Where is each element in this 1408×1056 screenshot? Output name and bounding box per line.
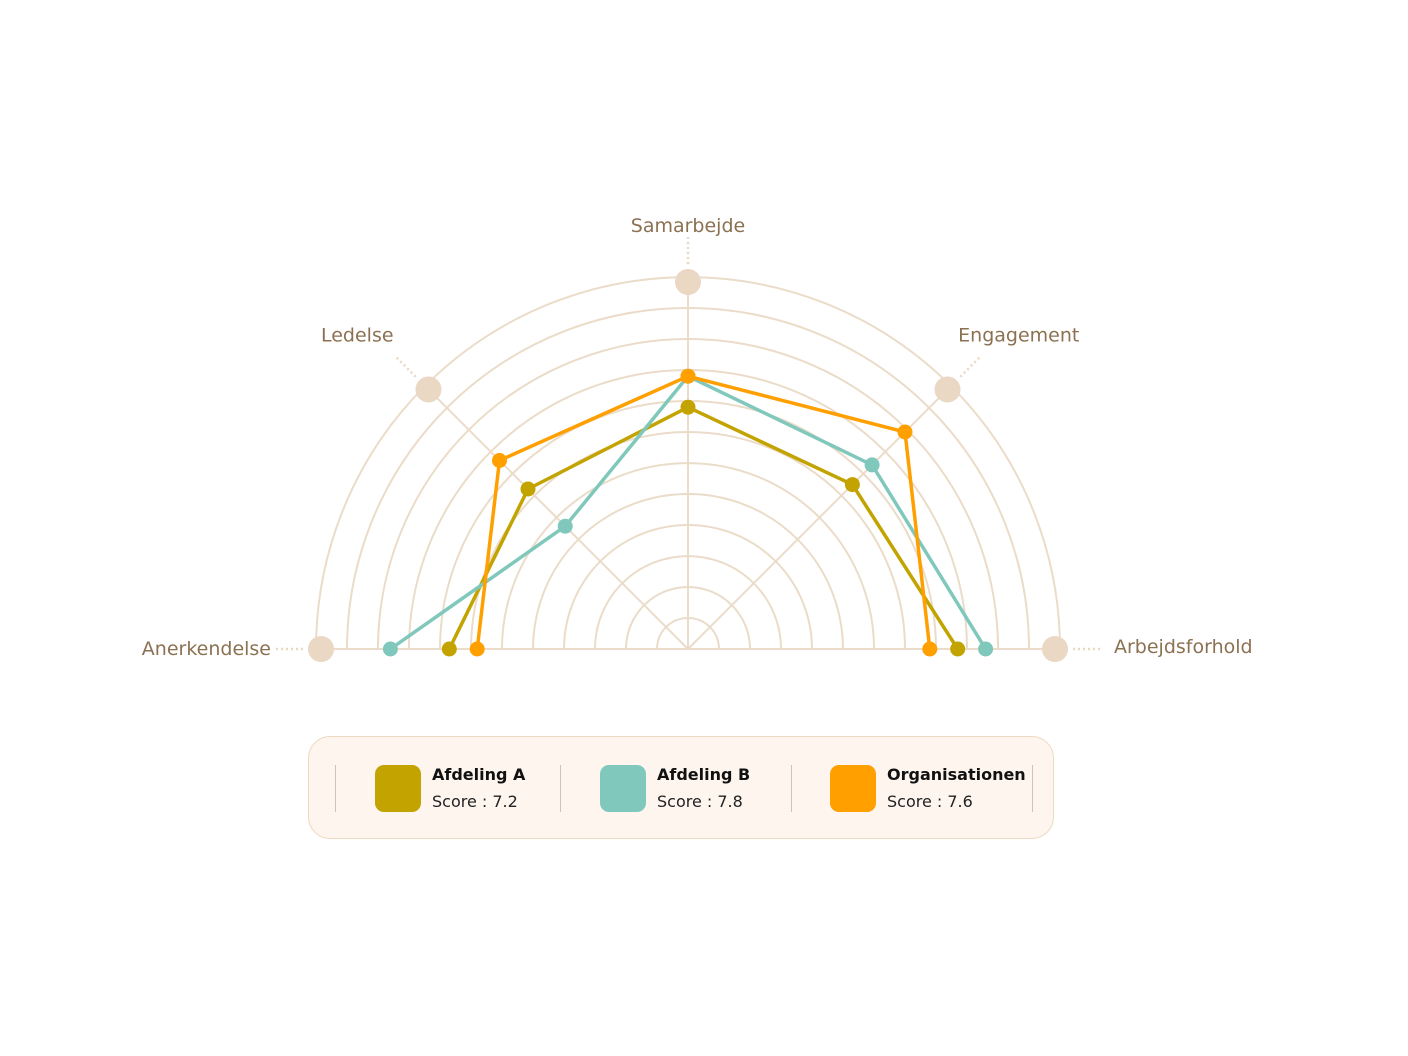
legend-score-afdeling-a: Score : 7.2 xyxy=(432,792,518,811)
legend-swatch-afdeling-a xyxy=(375,765,421,812)
series-organisationen xyxy=(469,368,938,657)
chart-legend: Afdeling A Score : 7.2 Afdeling B Score … xyxy=(308,736,1054,839)
data-point-afdeling-b-ledelse[interactable] xyxy=(557,518,573,534)
data-point-organisationen-ledelse[interactable] xyxy=(492,453,507,468)
legend-divider xyxy=(1032,765,1033,812)
data-point-afdeling-b-anerkendelse[interactable] xyxy=(382,641,398,657)
legend-divider xyxy=(560,765,561,812)
data-point-afdeling-a-engagement[interactable] xyxy=(844,477,860,493)
radar-axes xyxy=(273,236,1103,662)
radar-series xyxy=(382,368,994,657)
axis-label-ledelse: Ledelse xyxy=(321,324,394,346)
legend-score-afdeling-b: Score : 7.8 xyxy=(657,792,743,811)
axis-marker-ledelse xyxy=(415,376,442,403)
legend-swatch-afdeling-b xyxy=(600,765,646,812)
axis-labels: Anerkendelse Ledelse SamarbejdeEngagementA… xyxy=(142,215,1253,660)
data-point-organisationen-anerkendelse[interactable] xyxy=(469,641,485,657)
data-point-afdeling-a-samarbejde[interactable] xyxy=(680,399,696,415)
legend-name-organisationen: Organisationen xyxy=(887,765,1026,784)
data-point-organisationen-arbejdsforhold[interactable] xyxy=(922,641,938,657)
series-line-organisationen xyxy=(475,374,932,650)
legend-swatch-organisationen xyxy=(830,765,876,812)
data-point-afdeling-a-anerkendelse[interactable] xyxy=(441,641,457,657)
axis-leader-ledelse xyxy=(395,356,417,378)
data-point-organisationen-engagement[interactable] xyxy=(897,424,913,440)
legend-name-afdeling-b: Afdeling B xyxy=(657,765,751,784)
axis-leader-engagement xyxy=(959,356,981,378)
data-point-organisationen-samarbejde[interactable] xyxy=(680,368,696,384)
series-afdeling-a xyxy=(441,399,966,657)
data-point-afdeling-b-arbejdsforhold[interactable] xyxy=(978,641,994,657)
legend-divider xyxy=(335,765,336,812)
legend-divider xyxy=(791,765,792,812)
axis-label-samarbejde: Samarbejde xyxy=(631,215,745,237)
data-point-afdeling-a-arbejdsforhold[interactable] xyxy=(950,641,966,657)
legend-name-afdeling-a: Afdeling A xyxy=(432,765,526,784)
axis-label-engagement: Engagement xyxy=(958,324,1079,346)
axis-label-arbejdsforhold: Arbejdsforhold xyxy=(1114,636,1253,658)
legend-score-organisationen: Score : 7.6 xyxy=(887,792,973,811)
data-point-afdeling-b-engagement[interactable] xyxy=(864,457,880,473)
axis-marker-anerkendelse xyxy=(308,636,334,662)
axis-label-anerkendelse: Anerkendelse xyxy=(142,638,271,660)
data-point-afdeling-a-ledelse[interactable] xyxy=(520,481,536,497)
axis-marker-samarbejde xyxy=(675,269,701,295)
axis-marker-engagement xyxy=(934,376,961,403)
axis-line-ledelse xyxy=(424,385,689,650)
series-line-afdeling-a xyxy=(447,405,960,650)
axis-marker-arbejdsforhold xyxy=(1042,636,1068,662)
